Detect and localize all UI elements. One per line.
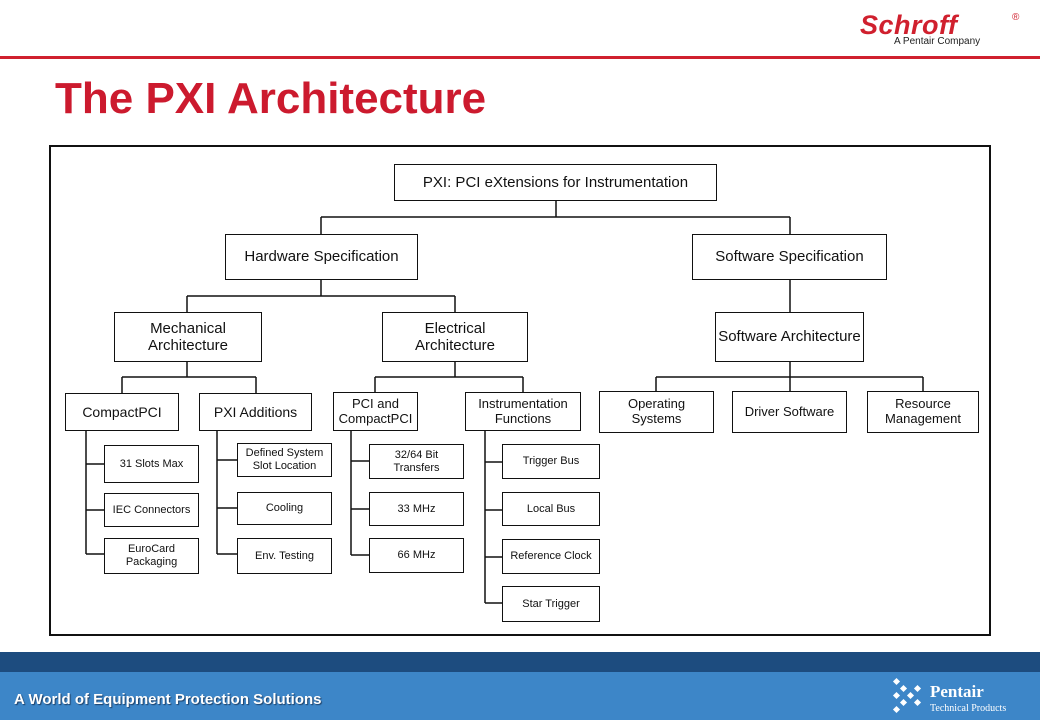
- schroff-logo: Schroff ® A Pentair Company: [850, 8, 1030, 52]
- slide-title: The PXI Architecture: [55, 74, 487, 123]
- schroff-wordmark: Schroff: [860, 10, 958, 40]
- leaf-trigger-bus: Trigger Bus: [502, 444, 600, 479]
- node-software-architecture: Software Architecture: [715, 312, 864, 362]
- leaf-33-mhz: 33 MHz: [369, 492, 464, 526]
- leaf-cooling: Cooling: [237, 492, 332, 525]
- node-mechanical-architecture: Mechanical Architecture: [114, 312, 262, 362]
- leaf-defined-system-slot-location: Defined System Slot Location: [237, 443, 332, 477]
- leaf-reference-clock: Reference Clock: [502, 539, 600, 574]
- logo-subtitle: A Pentair Company: [894, 36, 981, 47]
- leaf-iec-connectors: IEC Connectors: [104, 493, 199, 527]
- node-electrical-architecture: Electrical Architecture: [382, 312, 528, 362]
- node-compactpci: CompactPCI: [65, 393, 179, 431]
- architecture-diagram: PXI: PCI eXtensions for Instrumentation …: [49, 145, 991, 636]
- node-operating-systems: Operating Systems: [599, 391, 714, 433]
- node-pci-and-compactpci: PCI and CompactPCI: [333, 392, 418, 431]
- root-node-pxi: PXI: PCI eXtensions for Instrumentation: [394, 164, 717, 201]
- leaf-31-slots-max: 31 Slots Max: [104, 445, 199, 483]
- leaf-local-bus: Local Bus: [502, 492, 600, 526]
- node-resource-management: Resource Management: [867, 391, 979, 433]
- node-instrumentation-functions: Instrumentation Functions: [465, 392, 581, 431]
- registered-mark: ®: [1012, 12, 1020, 23]
- node-software-specification: Software Specification: [692, 234, 887, 280]
- pentair-name: Pentair: [930, 682, 984, 701]
- leaf-66-mhz: 66 MHz: [369, 538, 464, 573]
- footer-accent-strip: [0, 652, 1040, 672]
- leaf-env-testing: Env. Testing: [237, 538, 332, 574]
- footer-tagline: A World of Equipment Protection Solution…: [14, 691, 322, 708]
- leaf-32-64-bit-transfers: 32/64 Bit Transfers: [369, 444, 464, 479]
- node-hardware-specification: Hardware Specification: [225, 234, 418, 280]
- connector-lines: [85, 201, 924, 604]
- leaf-star-trigger: Star Trigger: [502, 586, 600, 622]
- pentair-subtitle: Technical Products: [930, 703, 1007, 714]
- footer-bar: A World of Equipment Protection Solution…: [0, 672, 1040, 720]
- node-pxi-additions: PXI Additions: [199, 393, 312, 431]
- pentair-logo-icon: [892, 677, 922, 714]
- header-divider: [0, 56, 1040, 59]
- node-driver-software: Driver Software: [732, 391, 847, 433]
- leaf-eurocard-packaging: EuroCard Packaging: [104, 538, 199, 574]
